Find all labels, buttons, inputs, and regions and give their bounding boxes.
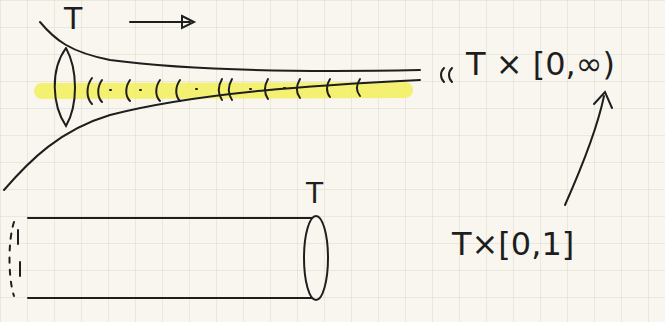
leader-arrow xyxy=(565,92,612,205)
product-label: T×[0,1] xyxy=(452,228,574,260)
space-label: T xyxy=(64,4,82,34)
cusp-end xyxy=(4,16,452,190)
space-label: T xyxy=(306,180,323,208)
cylinder xyxy=(10,216,329,300)
product-label: T × [0,∞) xyxy=(466,48,615,80)
highlight-band xyxy=(42,90,405,91)
